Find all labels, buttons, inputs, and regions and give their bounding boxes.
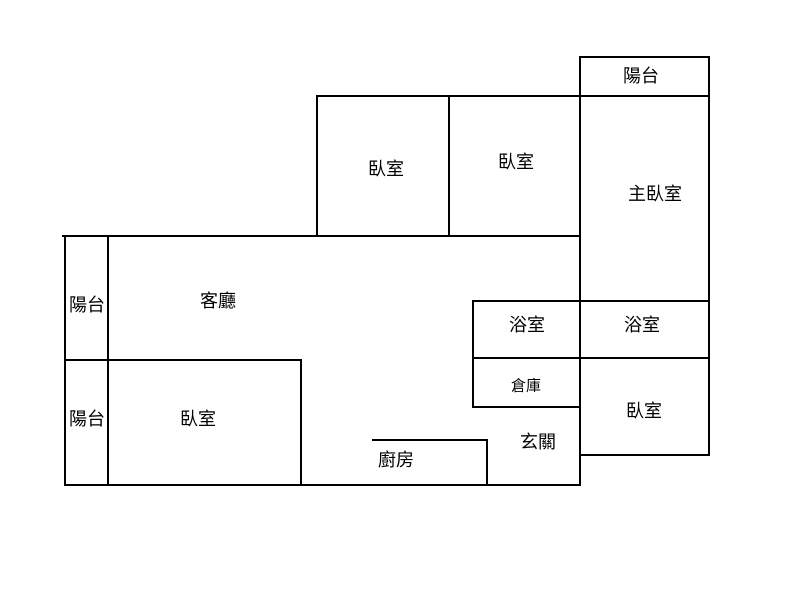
wall-kitchen: [372, 439, 488, 486]
room-label-bedroom-3: 臥室: [180, 409, 216, 430]
room-label-living-room: 客廳: [200, 291, 236, 312]
room-label-entrance: 玄關: [520, 432, 556, 453]
room-label-bedroom-2: 臥室: [498, 152, 534, 173]
room-label-storage: 倉庫: [510, 376, 542, 395]
room-label-balcony-left-upper: 陽台: [69, 295, 105, 316]
room-label-bedroom-1: 臥室: [368, 159, 404, 180]
room-label-bathroom-2: 浴室: [624, 315, 660, 336]
room-label-bedroom-4: 臥室: [626, 401, 662, 422]
wall-right-outer: [579, 95, 710, 456]
room-label-master-bedroom: 主臥室: [628, 184, 682, 205]
room-label-balcony-top: 陽台: [623, 66, 659, 87]
room-label-balcony-left-lower: 陽台: [69, 409, 105, 430]
wall-balcony-top: [579, 56, 710, 97]
room-label-bathroom-1: 浴室: [509, 315, 545, 336]
room-label-kitchen: 廚房: [378, 450, 414, 471]
wall-bath-block: [472, 300, 710, 408]
